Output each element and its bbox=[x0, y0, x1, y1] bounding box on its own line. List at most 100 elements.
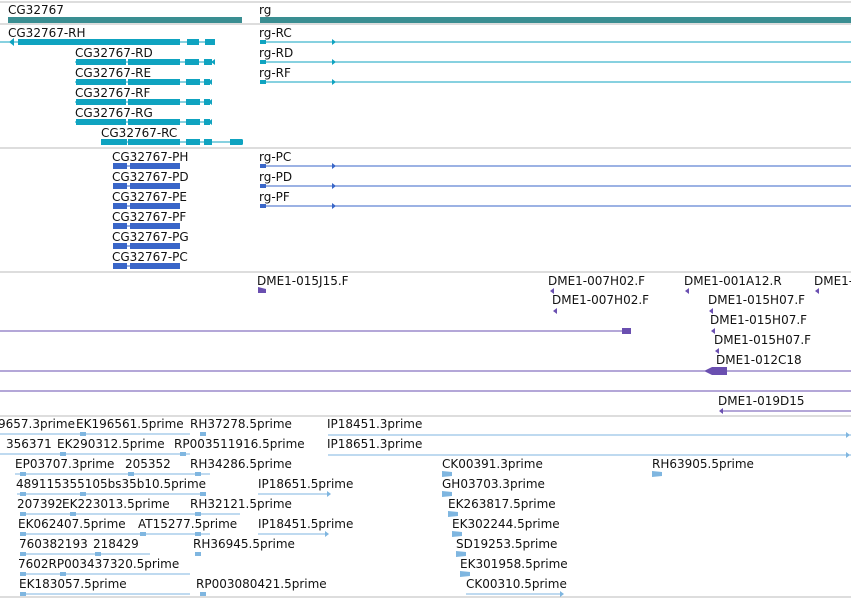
est-mark[interactable] bbox=[195, 472, 201, 476]
est-mark[interactable] bbox=[460, 571, 470, 577]
clone-mark[interactable] bbox=[704, 367, 727, 375]
est-mark[interactable] bbox=[20, 472, 26, 476]
est-mark[interactable] bbox=[20, 552, 26, 556]
protein-block[interactable] bbox=[113, 203, 127, 209]
protein-block[interactable] bbox=[113, 263, 127, 269]
protein-block[interactable] bbox=[260, 164, 266, 168]
est-label: AT15277.5prime bbox=[138, 517, 237, 531]
transcript-exon[interactable] bbox=[187, 39, 199, 45]
est-label: RP003511916.5prime bbox=[174, 437, 305, 451]
protein-block[interactable] bbox=[113, 243, 127, 249]
transcript-exon[interactable] bbox=[76, 79, 126, 85]
est-mark[interactable] bbox=[200, 432, 206, 436]
transcript-exon[interactable] bbox=[186, 119, 200, 125]
est-mark[interactable] bbox=[652, 471, 662, 477]
transcript-exon[interactable] bbox=[204, 119, 210, 125]
transcript-exon[interactable] bbox=[128, 39, 180, 45]
protein-block[interactable] bbox=[113, 223, 127, 229]
est-mark[interactable] bbox=[195, 512, 201, 516]
transcript-exon[interactable] bbox=[18, 39, 128, 45]
protein-block[interactable] bbox=[130, 223, 180, 229]
arrow-left-icon bbox=[9, 38, 14, 46]
transcript-exon[interactable] bbox=[230, 139, 242, 145]
est-mark[interactable] bbox=[195, 532, 201, 536]
est-mark[interactable] bbox=[180, 452, 186, 456]
protein-block[interactable] bbox=[113, 183, 127, 189]
clone-label: DME1-007H02.F bbox=[552, 293, 649, 307]
transcript-exon[interactable] bbox=[204, 79, 210, 85]
est-label: 9657.3prime bbox=[0, 417, 75, 431]
est-label: 205352 bbox=[125, 457, 171, 471]
arrow-left-icon bbox=[208, 119, 212, 125]
transcript-exon[interactable] bbox=[204, 139, 212, 145]
gene-bar[interactable] bbox=[260, 17, 851, 23]
est-mark[interactable] bbox=[200, 492, 206, 496]
clone-label: DME1-015H07.F bbox=[714, 333, 811, 347]
transcript-exon[interactable] bbox=[76, 119, 126, 125]
est-mark[interactable] bbox=[80, 492, 86, 496]
arrow-right-icon bbox=[332, 39, 336, 45]
gene-bar[interactable] bbox=[8, 17, 242, 23]
protein-block[interactable] bbox=[130, 203, 180, 209]
transcript-label: rg-RD bbox=[259, 46, 293, 60]
transcript-exon[interactable] bbox=[128, 99, 180, 105]
est-mark[interactable] bbox=[200, 592, 206, 596]
transcript-exon[interactable] bbox=[76, 99, 126, 105]
est-mark[interactable] bbox=[20, 592, 26, 596]
clone-mark[interactable] bbox=[258, 287, 266, 293]
est-mark[interactable] bbox=[80, 432, 86, 436]
clone-arrow-icon bbox=[709, 308, 713, 314]
transcript-exon[interactable] bbox=[128, 59, 180, 65]
est-mark[interactable] bbox=[60, 452, 66, 456]
est-mark[interactable] bbox=[128, 472, 134, 476]
est-label: RP003080421.5prime bbox=[196, 577, 327, 591]
est-mark[interactable] bbox=[20, 572, 26, 576]
transcript-exon[interactable] bbox=[101, 139, 127, 145]
protein-label: CG32767-PF bbox=[112, 210, 186, 224]
est-mark[interactable] bbox=[20, 532, 26, 536]
est-mark[interactable] bbox=[456, 551, 466, 557]
transcript-label: CG32767-RH bbox=[8, 26, 86, 40]
est-label: RH34286.5prime bbox=[190, 457, 292, 471]
transcript-exon[interactable] bbox=[128, 139, 180, 145]
transcript-exon[interactable] bbox=[185, 59, 199, 65]
transcript-exon[interactable] bbox=[260, 80, 266, 84]
est-mark[interactable] bbox=[20, 512, 26, 516]
transcript-exon[interactable] bbox=[205, 39, 215, 45]
protein-block[interactable] bbox=[130, 263, 180, 269]
est-mark[interactable] bbox=[60, 572, 66, 576]
transcript-exon[interactable] bbox=[76, 59, 126, 65]
transcript-exon[interactable] bbox=[128, 79, 180, 85]
est-label: 7602RP003437320.5prime bbox=[18, 557, 179, 571]
transcript-exon[interactable] bbox=[204, 59, 212, 65]
transcript-exon[interactable] bbox=[186, 99, 200, 105]
est-mark[interactable] bbox=[70, 512, 76, 516]
gene-label: CG32767 bbox=[8, 3, 64, 17]
transcript-exon[interactable] bbox=[128, 119, 180, 125]
transcript-exon[interactable] bbox=[186, 79, 200, 85]
protein-block[interactable] bbox=[113, 163, 127, 169]
est-mark[interactable] bbox=[442, 471, 452, 477]
est-mark[interactable] bbox=[442, 491, 452, 497]
clone-mark[interactable] bbox=[622, 328, 631, 334]
est-mark[interactable] bbox=[140, 532, 146, 536]
est-mark[interactable] bbox=[95, 552, 101, 556]
protein-block[interactable] bbox=[260, 184, 266, 188]
est-label: GH03703.3prime bbox=[442, 477, 545, 491]
est-mark[interactable] bbox=[448, 511, 458, 517]
protein-block[interactable] bbox=[260, 204, 266, 208]
est-mark[interactable] bbox=[195, 552, 201, 556]
transcript-exon[interactable] bbox=[186, 139, 200, 145]
protein-block[interactable] bbox=[130, 183, 180, 189]
gene-label: rg bbox=[259, 3, 271, 17]
transcript-exon[interactable] bbox=[204, 99, 210, 105]
est-mark[interactable] bbox=[20, 492, 26, 496]
est-mark[interactable] bbox=[452, 531, 462, 537]
transcript-exon[interactable] bbox=[260, 40, 266, 44]
arrow-left-icon bbox=[113, 163, 117, 169]
protein-block[interactable] bbox=[130, 243, 180, 249]
protein-block[interactable] bbox=[130, 163, 180, 169]
transcript-exon[interactable] bbox=[260, 60, 266, 64]
protein-label: CG32767-PG bbox=[112, 230, 189, 244]
protein-label: CG32767-PE bbox=[112, 190, 187, 204]
